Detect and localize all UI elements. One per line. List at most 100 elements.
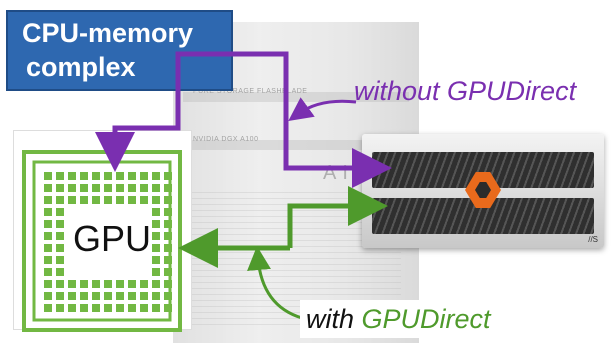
gpu-die-cell: [104, 172, 112, 180]
gpu-die-cell: [116, 304, 124, 312]
gpu-die-cell: [44, 244, 52, 252]
gpu-die-cell: [152, 280, 160, 288]
gpu-die-cell: [80, 304, 88, 312]
gpu-die-cell: [92, 196, 100, 204]
gpu-die-cell: [44, 268, 52, 276]
gpu-die-cell: [44, 220, 52, 228]
gpu-die-cell: [92, 280, 100, 288]
gpu-die-cell: [80, 280, 88, 288]
gpu-die-cell: [104, 292, 112, 300]
gpu-die-cell: [152, 244, 160, 252]
with-prefix-text: with: [306, 304, 355, 334]
gpu-die-cell: [44, 196, 52, 204]
tower-band: [183, 140, 409, 150]
gpu-die-cell: [152, 304, 160, 312]
gpu-die-cell: [68, 184, 76, 192]
gpu-die-cell: [56, 232, 64, 240]
gpu-die-cell: [152, 220, 160, 228]
gpu-die-cell: [68, 292, 76, 300]
gpudirect-text: GPUDirect: [361, 304, 491, 334]
gpu-die-cell: [164, 244, 172, 252]
gpu-die-cell: [152, 184, 160, 192]
gpu-die-cell: [128, 184, 136, 192]
gpu-die-cell: [164, 292, 172, 300]
gpu-die-cell: [80, 292, 88, 300]
gpu-die-cell: [164, 208, 172, 216]
gpu-die-cell: [116, 184, 124, 192]
gpu-die-cell: [140, 304, 148, 312]
without-gpudirect-label: without GPUDirect: [354, 76, 577, 106]
gpu-die-cell: [164, 172, 172, 180]
gpu-die-cell: [56, 280, 64, 288]
cpu-box-line-1: CPU-memory: [22, 18, 194, 48]
gpu-die-cell: [104, 304, 112, 312]
gpu-die-cell: [104, 280, 112, 288]
cpu-memory-complex-box: CPU-memory complex: [6, 10, 233, 91]
gpu-die-cell: [56, 292, 64, 300]
gpu-die-cell: [68, 196, 76, 204]
gpu-die-cell: [164, 184, 172, 192]
gpu-die-cell: [56, 304, 64, 312]
gpu-die-cell: [128, 304, 136, 312]
cpu-box-line-2: complex: [26, 52, 136, 82]
with-gpudirect-label: with GPUDirect: [306, 304, 491, 335]
gpu-die-cell: [44, 280, 52, 288]
gpu-die-cell: [152, 268, 160, 276]
gpu-die-cell: [56, 208, 64, 216]
gpu-die-cell: [68, 280, 76, 288]
gpu-die-cell: [152, 292, 160, 300]
gpu-die-cell: [140, 280, 148, 288]
storage-badge: //S: [588, 235, 598, 244]
gpu-die-cell: [140, 196, 148, 204]
gpu-die-cell: [164, 220, 172, 228]
gpu-die-cell: [152, 232, 160, 240]
gpu-die-cell: [92, 292, 100, 300]
gpu-die-cell: [152, 172, 160, 180]
storage-panel-bottom: [372, 198, 594, 234]
gpu-die-cell: [44, 232, 52, 240]
gpu-die-cell: [164, 268, 172, 276]
gpu-die-cell: [164, 280, 172, 288]
gpu-die-cell: [164, 196, 172, 204]
gpu-die-cell: [128, 196, 136, 204]
gpu-die-cell: [56, 196, 64, 204]
gpu-die-cell: [128, 172, 136, 180]
with-gpudirect-path: [287, 186, 388, 248]
gpu-die-cell: [128, 292, 136, 300]
gpu-die-cell: [152, 196, 160, 204]
gpu-die-cell: [104, 184, 112, 192]
gpu-label: GPU: [72, 218, 151, 259]
gpu-die-cell: [44, 172, 52, 180]
tower-band: [183, 92, 409, 102]
gpu-die-cell: [164, 304, 172, 312]
gpu-die-cell: [152, 208, 160, 216]
without-callout-pointer: [288, 97, 357, 122]
gpu-die-cell: [68, 172, 76, 180]
gpu-die-cell: [56, 184, 64, 192]
gpu-die-cell: [56, 256, 64, 264]
tower-tag: NVIDIA DGX A100: [193, 136, 259, 143]
with-label-backdrop: [300, 300, 510, 338]
storage-array-image: //S: [362, 134, 604, 248]
gpu-die-cell: [140, 292, 148, 300]
gpu-die-cell: [116, 172, 124, 180]
without-gpudirect-path: [95, 68, 181, 172]
gpu-die-cell: [68, 304, 76, 312]
gpu-die-cell: [116, 280, 124, 288]
gpu-die-cell: [80, 172, 88, 180]
gpu-die-cell: [44, 208, 52, 216]
gpu-die-cell: [140, 184, 148, 192]
gpu-die-cell: [56, 244, 64, 252]
gpu-die-cell: [164, 232, 172, 240]
with-callout-pointer: [247, 246, 303, 320]
gpu-die-cell: [116, 196, 124, 204]
gpu-die-cell: [92, 184, 100, 192]
without-gpudirect-path-storage: [175, 51, 392, 188]
gpu-die-cell: [56, 268, 64, 276]
gpu-die-cell: [140, 172, 148, 180]
gpu-die-cell: [164, 256, 172, 264]
gpu-die-cell: [92, 304, 100, 312]
gpu-die-cell: [44, 184, 52, 192]
